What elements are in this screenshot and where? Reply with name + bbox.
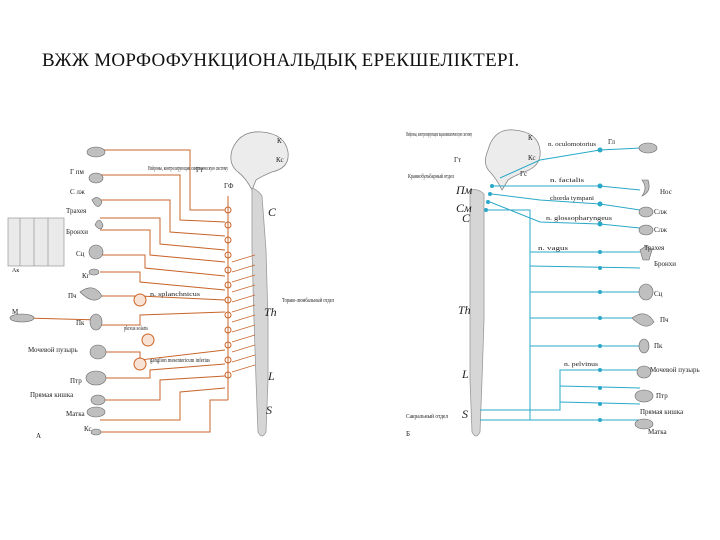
left-brain-outline — [230, 131, 289, 191]
left-organ-6: Пч — [68, 292, 77, 300]
left-region-c: C — [268, 205, 277, 219]
right-organ-11: Прямая кишка — [640, 408, 684, 416]
left-organ-5: Кг — [82, 272, 90, 280]
right-nerve-label-2: chorda tympani — [550, 196, 594, 202]
left-organ-10: Прямая кишка — [30, 391, 74, 399]
left-panel-letter: А — [36, 432, 41, 440]
right-organ-9: Мочевой пузырь — [650, 366, 700, 374]
right-organ-12: Матка — [648, 428, 668, 436]
left-preganglionic-fibres — [231, 254, 256, 373]
right-organ-6: Сц — [654, 290, 663, 298]
right-label-pm: Пм — [455, 183, 473, 197]
right-panel: К Кс Гт Гс Пм См Нейроны, контролирующие… — [406, 129, 700, 438]
left-region-l: L — [267, 369, 275, 383]
right-organ-4: Трахея — [644, 244, 665, 252]
left-label-k: К — [277, 137, 282, 145]
left-organs — [9, 146, 107, 436]
left-nerve-label-1: plexus solaris — [124, 326, 148, 332]
right-sacral-caption: Сакральный отдел — [406, 413, 448, 420]
right-panel-letter: Б — [406, 430, 410, 438]
right-note: Нейроны, контролирующие парасимпатическу… — [406, 131, 472, 138]
left-region-th: Th — [264, 305, 277, 319]
right-terminal-ganglia — [597, 147, 603, 422]
left-organ-2: Трахея — [66, 207, 87, 215]
left-label-kc: Кс — [276, 156, 284, 164]
left-organ-12: Кс — [84, 425, 92, 433]
right-organ-1: Нос — [660, 188, 672, 196]
right-label-gt: Гт — [454, 156, 461, 164]
right-spinal-cord — [469, 189, 485, 437]
right-organ-5: Бронхи — [654, 260, 676, 268]
left-organ-0: Г пм — [70, 168, 85, 176]
left-organ-4: Сц — [76, 250, 85, 258]
right-label-kc: Кс — [528, 154, 536, 162]
left-region-s: S — [266, 403, 272, 417]
right-cranial-caption: Краниобульбарный отдел — [408, 173, 454, 180]
right-nerve-label-0: n. oculomotorius — [548, 142, 597, 148]
right-cranial-nuclei — [484, 184, 494, 212]
right-region-l: L — [461, 367, 469, 381]
right-organ-2: Слж — [654, 208, 667, 216]
right-organ-0: Гл — [608, 138, 616, 146]
right-organ-8: Пк — [654, 342, 663, 350]
left-label-gt: Гт — [196, 166, 203, 174]
slide-title: ВЖЖ МОРФОФУНКЦИОНАЛЬДЫҚ ЕРЕКШЕЛІКТЕРІ. — [42, 50, 520, 71]
left-organ-7: Пк — [76, 319, 85, 327]
left-nerve-label-0: n. splanchnicus — [150, 292, 201, 298]
left-sympathetic-chain — [224, 196, 232, 400]
left-organ-1: С лж — [70, 188, 85, 196]
left-spinal-cord — [251, 187, 269, 437]
right-nerve-label-3: n. glossopharyngeus — [546, 216, 613, 222]
left-nerve-label-2: ganglion mesentericum inferius — [150, 357, 211, 364]
left-prevertebral-ganglia — [133, 293, 155, 371]
right-nerve-label-5: n. pelvinus — [564, 362, 599, 368]
left-label-gf: ГФ — [224, 182, 234, 190]
right-organ-10: Птр — [656, 392, 668, 400]
left-organ-11: Матка — [66, 410, 86, 418]
right-region-c: C — [462, 211, 471, 225]
right-label-gs: Гс — [520, 170, 527, 178]
left-postganglionic-fibres — [24, 149, 228, 433]
right-brain-outline — [485, 129, 541, 191]
left-organ-8: Мочевой пузырь — [28, 346, 78, 354]
left-side-label-1: Ак — [12, 268, 19, 274]
right-label-k: К — [528, 134, 533, 142]
right-nerve-label-1: n. facialis — [550, 177, 585, 184]
left-organ-9: Птр — [70, 377, 82, 385]
right-organ-7: Пч — [660, 316, 669, 324]
right-nerve-fibres — [480, 147, 641, 421]
left-note: Нейроны, контролирующие симпатическую си… — [148, 165, 228, 172]
left-panel: К Кс Гт ГФ Нейроны, контролирующие симпа… — [7, 131, 334, 440]
right-label-sm: См — [456, 201, 472, 215]
right-organs — [631, 142, 658, 430]
left-skin-block — [7, 217, 65, 267]
left-organ-3: Бронхи — [66, 228, 88, 236]
left-region-caption: Торако-люмбальный отдел — [282, 297, 334, 304]
right-region-th: Th — [458, 303, 471, 317]
right-nerve-label-4: n. vagus — [538, 246, 569, 252]
right-region-s: S — [462, 407, 468, 421]
right-organ-3: Слж — [654, 226, 667, 234]
left-side-label-0: М — [12, 308, 19, 316]
